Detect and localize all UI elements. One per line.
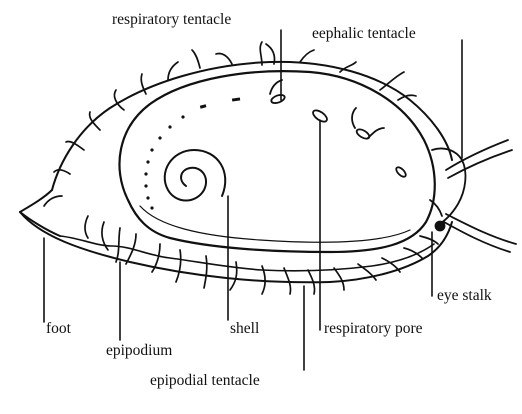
shell-spire [165, 150, 226, 201]
shell-outline [119, 71, 434, 252]
label-epipodium: epipodium [106, 342, 172, 359]
shell-pore-row [144, 97, 240, 209]
leader-lines [44, 30, 462, 370]
label-respiratory-tentacle: respiratory tentacle [112, 11, 231, 28]
head [430, 140, 516, 252]
label-respiratory-pore: respiratory pore [324, 320, 423, 337]
label-cephalic-tentacle: eephalic tentacle [312, 25, 416, 42]
label-eye-stalk: eye stalk [437, 287, 492, 304]
label-foot: foot [46, 320, 72, 337]
eye-dot [436, 222, 445, 231]
respiratory-pores [270, 80, 407, 178]
label-epipodial-tentacle: epipodial tentacle [150, 372, 260, 389]
label-shell: shell [230, 320, 259, 337]
epipodial-tentacles [44, 42, 438, 294]
labels: respiratory tentacle eephalic tentacle e… [46, 11, 492, 389]
